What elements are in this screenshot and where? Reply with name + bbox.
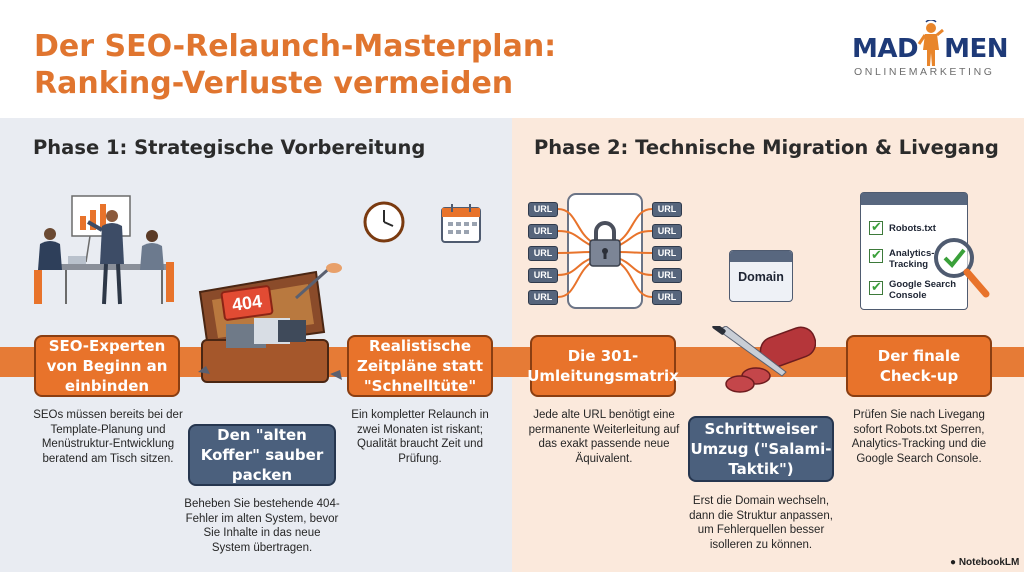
- url-old-tag: URL: [528, 202, 558, 217]
- checklist-item: Robots.txt: [889, 223, 936, 234]
- checkbox-icon: [869, 219, 883, 235]
- domain-label: Domain: [738, 270, 784, 284]
- step-final-checkup: Der finale Check-up: [846, 335, 992, 397]
- clock-icon: [363, 201, 405, 243]
- magnifier-icon: [934, 238, 990, 298]
- notebooklm-label: NotebookLM: [958, 557, 1020, 568]
- page-title-line2: Ranking-Verluste vermeiden: [34, 66, 514, 101]
- step-alter-koffer-desc: Beheben Sie bestehende 404-Fehler im alt…: [184, 498, 340, 554]
- logo-word-left: MAD: [852, 34, 919, 64]
- step-salami-taktik: Schrittweiser Umzug ("Salami-Taktik"): [688, 416, 834, 482]
- url-new-tag: URL: [652, 202, 682, 217]
- step-salami-taktik-desc: Erst die Domain wechseln, dann die Struk…: [689, 495, 833, 551]
- redirect-matrix-icon: [557, 193, 653, 309]
- step-seo-experten-desc: SEOs müssen bereits bei der Template-Pla…: [33, 409, 183, 465]
- step-umleitungsmatrix: Die 301-Umleitungsmatrix: [527, 335, 679, 397]
- calendar-icon: [441, 204, 481, 243]
- url-old-tag: URL: [528, 290, 558, 305]
- notebooklm-watermark: ● NotebookLM: [950, 557, 1019, 568]
- url-old-tag: URL: [528, 246, 558, 261]
- checklist-item: Google Search Console: [889, 279, 957, 301]
- step-zeitplaene-desc: Ein kompletter Relaunch in zwei Monaten …: [351, 409, 489, 465]
- logo-subtitle: ONLINEMARKETING: [854, 66, 995, 78]
- step-seo-experten: SEO-Experten von Beginn an einbinden: [34, 335, 180, 397]
- domain-window: Domain: [729, 250, 793, 302]
- url-new-tag: URL: [652, 290, 682, 305]
- checklist-item: Analytics-Tracking: [889, 248, 935, 270]
- phase1-title: Phase 1: Strategische Vorbereitung: [33, 136, 426, 159]
- header: Der SEO-Relaunch-Masterplan: Ranking-Ver…: [0, 0, 1024, 118]
- meeting-illustration-icon: [34, 195, 174, 305]
- notebooklm-logo-icon: ●: [950, 557, 957, 568]
- step-zeitplaene: Realistische Zeitpläne statt "Schnelltüt…: [347, 335, 493, 397]
- checkbox-icon: [869, 247, 883, 263]
- checkbox-icon: [869, 279, 883, 295]
- step-final-checkup-desc: Prüfen Sie nach Livegang sofort Robots.t…: [851, 409, 987, 465]
- url-new-tag: URL: [652, 224, 682, 239]
- logo-figure-icon: [917, 20, 944, 66]
- url-new-tag: URL: [652, 268, 682, 283]
- madmen-logo: MAD MEN ONLINEMARKETING: [852, 20, 1008, 82]
- logo-word-right: MEN: [944, 34, 1008, 64]
- checklist-window: Robots.txt Analytics-Tracking Google Sea…: [860, 192, 968, 310]
- phase2-title: Phase 2: Technische Migration & Livegang: [534, 136, 999, 159]
- page-title-line1: Der SEO-Relaunch-Masterplan:: [34, 29, 557, 64]
- url-old-tag: URL: [528, 268, 558, 283]
- url-old-tag: URL: [528, 224, 558, 239]
- salami-knife-icon: [712, 326, 816, 393]
- step-alter-koffer: Den "alten Koffer" sauber packen: [188, 424, 336, 486]
- suitcase-illustration-icon: [198, 263, 342, 383]
- page-title: Der SEO-Relaunch-Masterplan: Ranking-Ver…: [34, 28, 594, 102]
- url-new-tag: URL: [652, 246, 682, 261]
- step-umleitungsmatrix-desc: Jede alte URL benötigt eine permanente W…: [528, 409, 680, 465]
